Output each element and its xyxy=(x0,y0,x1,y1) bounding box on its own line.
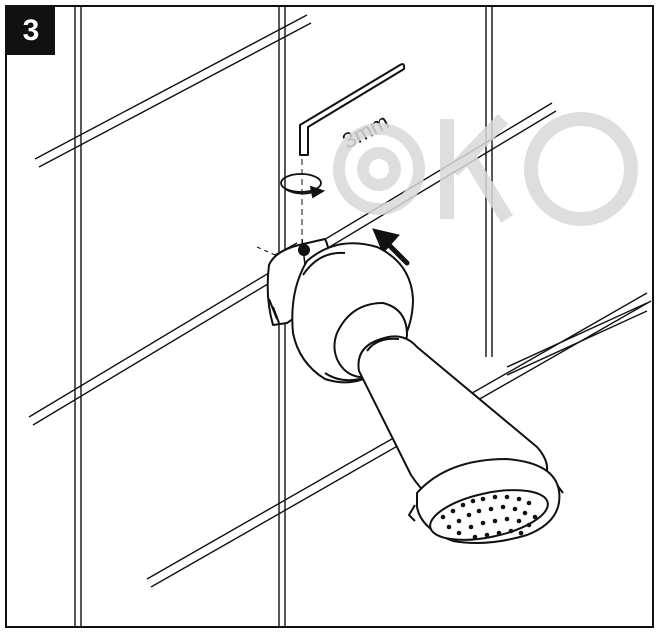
rotate-arrow-icon xyxy=(280,173,326,199)
push-direction-arrow-icon xyxy=(372,228,410,266)
allen-key-size-label: 3mm xyxy=(338,109,393,154)
step-number-badge: 3 xyxy=(7,7,55,55)
allen-key-icon xyxy=(299,63,406,156)
spray-nozzles xyxy=(440,494,538,540)
shower-head xyxy=(266,238,564,544)
installation-illustration: 3mm xyxy=(28,7,652,626)
axis-guide-side xyxy=(256,246,276,256)
diagram-frame: 3 3mm xyxy=(5,5,654,628)
